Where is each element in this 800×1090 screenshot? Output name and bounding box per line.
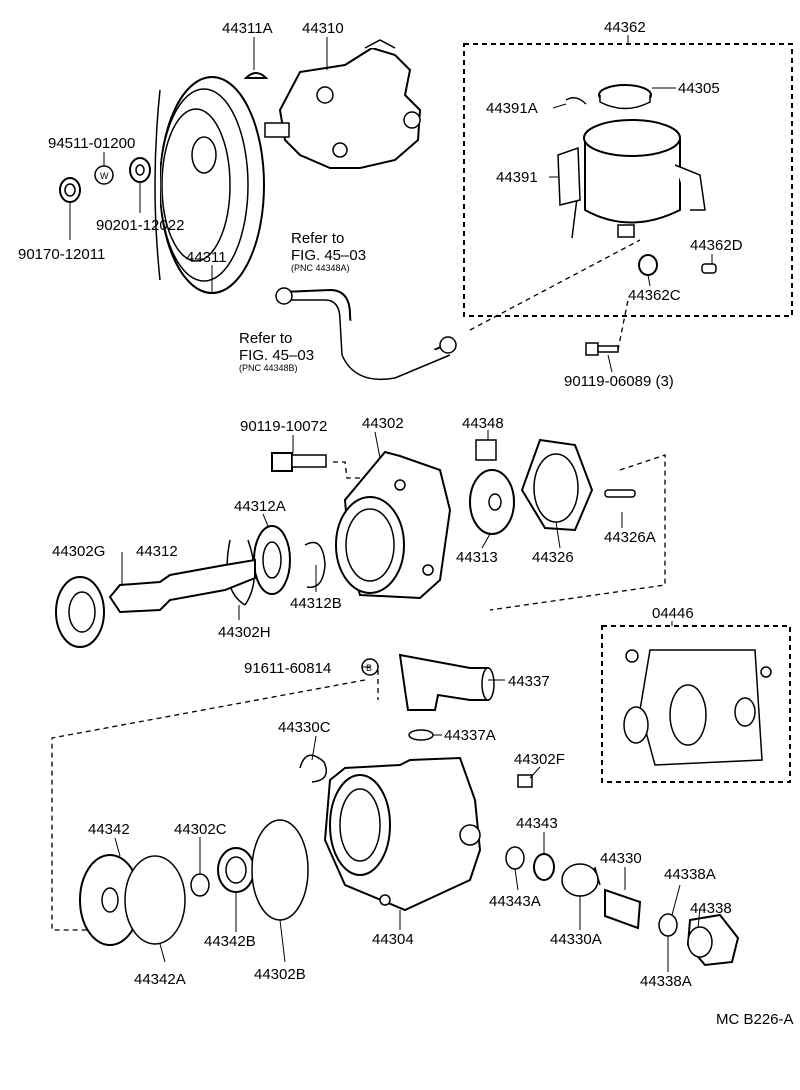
label-44312: 44312: [136, 543, 178, 560]
o-ring-44342A: [124, 855, 186, 945]
union-44337: [398, 653, 495, 711]
pump-44310: [264, 39, 422, 169]
plate-44326: [520, 438, 594, 532]
label-44342B: 44342B: [204, 933, 256, 950]
plug-44302F: [517, 774, 533, 788]
label-44310: 44310: [302, 20, 344, 37]
seat-44343: [533, 853, 555, 881]
gasket-kit-box: [601, 625, 791, 783]
pin-44326A: [604, 489, 636, 498]
o-ring-44337A: [408, 729, 434, 741]
label-44338: 44338: [690, 900, 732, 917]
label-44330: 44330: [600, 850, 642, 867]
label-44337A: 44337A: [444, 727, 496, 744]
label-44302F: 44302F: [514, 751, 565, 768]
label-44313: 44313: [456, 549, 498, 566]
bolt-90119-10072: [271, 452, 327, 472]
label-44343: 44343: [516, 815, 558, 832]
label-44302C: 44302C: [174, 821, 227, 838]
ref-b-pnc: (PNC 44348B): [239, 363, 298, 373]
guide-line-bolt-front: [333, 461, 360, 479]
oil-seal-44302G: [55, 576, 105, 648]
snap-ring-44330C: [299, 754, 327, 783]
label-44342: 44342: [88, 821, 130, 838]
label-44348: 44348: [462, 415, 504, 432]
bolt-90119-06089: [585, 342, 619, 356]
pulley-44311: [154, 76, 265, 294]
diagram-code: MC B226-A: [716, 1011, 794, 1028]
rear-housing-44304: [323, 756, 482, 912]
label-44326A: 44326A: [604, 529, 656, 546]
ref-a-line1: Refer to: [291, 230, 344, 247]
label-44302G: 44302G: [52, 543, 105, 560]
spring-44330A: [561, 863, 601, 897]
o-ring-44302C: [190, 873, 210, 897]
ref-b-line2: FIG. 45–03: [239, 347, 314, 364]
marker-b-text: B: [366, 663, 372, 673]
label-90170-12011: 90170-12011: [18, 246, 105, 263]
nut-90170: [59, 177, 81, 203]
front-housing-44302: [335, 450, 452, 600]
label-44302: 44302: [362, 415, 404, 432]
ref-a-line2: FIG. 45–03: [291, 247, 366, 264]
o-ring-44343A: [505, 846, 525, 870]
snap-ring-44312B: [304, 541, 326, 589]
label-44330C: 44330C: [278, 719, 331, 736]
label-44311A: 44311A: [222, 20, 273, 37]
gasket-kit-04446: [623, 649, 772, 766]
valve-44330: [604, 888, 642, 930]
label-90119-06089: 90119-06089 (3): [564, 373, 674, 390]
label-44362C: 44362C: [628, 287, 681, 304]
bearing-44312A: [253, 525, 291, 595]
label-90119-10072: 90119-10072: [240, 418, 327, 435]
label-44391A: 44391A: [486, 100, 538, 117]
label-44362D: 44362D: [690, 237, 743, 254]
label-44391: 44391: [496, 169, 538, 186]
o-ring-44302B: [251, 819, 309, 921]
label-44338A-top: 44338A: [664, 866, 716, 883]
label-04446: 04446: [652, 605, 694, 622]
pin-44362D: [701, 263, 717, 274]
fitting-44338: [686, 913, 740, 967]
label-44342A: 44342A: [134, 971, 186, 988]
guide-line-bolt-reservoir: [617, 299, 629, 351]
clip-44391A: [565, 97, 587, 105]
label-44337: 44337: [508, 673, 550, 690]
label-44362: 44362: [604, 19, 646, 36]
label-90201-12022: 90201-12022: [96, 217, 184, 234]
label-44326: 44326: [532, 549, 574, 566]
label-91611-60814: 91611-60814: [244, 660, 331, 677]
leader-lines: [69, 35, 713, 972]
key-44311A: [243, 72, 269, 79]
label-44312A: 44312A: [234, 498, 286, 515]
washer-w-94511: W: [94, 165, 114, 185]
guide-line-rear-left: [51, 679, 366, 931]
label-44304: 44304: [372, 931, 414, 948]
grommet-44362C: [638, 254, 658, 276]
ref-b-line1: Refer to: [239, 330, 292, 347]
washer-90201: [129, 157, 151, 183]
label-44302H: 44302H: [218, 624, 271, 641]
ref-a-pnc: (PNC 44348A): [291, 263, 350, 273]
label-44302B: 44302B: [254, 966, 306, 983]
guide-line-front-right: [489, 454, 666, 611]
return-hose: [275, 287, 457, 381]
marker-w: W: [100, 171, 109, 181]
label-44312B: 44312B: [290, 595, 342, 612]
shaft-44312: [108, 558, 256, 614]
label-44330A: 44330A: [550, 931, 602, 948]
o-ring-44338A: [658, 913, 678, 937]
bracket-44391: [557, 146, 581, 206]
label-44305: 44305: [678, 80, 720, 97]
reservoir-44362: [571, 84, 706, 239]
spring-44342B: [217, 847, 255, 893]
label-44311: 44311: [186, 249, 227, 266]
label-44338A-bottom: 44338A: [640, 973, 692, 990]
cam-ring-44348: [475, 439, 497, 461]
label-44343A: 44343A: [489, 893, 541, 910]
rotor-44313: [469, 469, 515, 535]
label-94511-01200: 94511-01200: [48, 135, 135, 152]
